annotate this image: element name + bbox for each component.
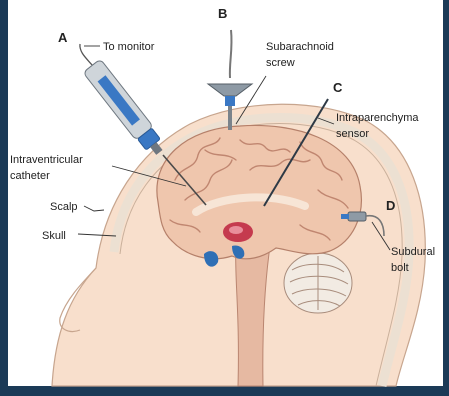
label-intraparenchymal-line1: Intraparenchyma xyxy=(336,112,419,124)
label-letter-a: A xyxy=(58,30,68,45)
brain-cerebrum xyxy=(157,125,362,258)
device-b-screw-shaft xyxy=(228,106,232,130)
label-intraparenchymal-line2: sensor xyxy=(336,128,369,140)
label-to-monitor: To monitor xyxy=(103,41,155,53)
label-letter-b: B xyxy=(218,6,227,21)
label-subarachnoid-line2: screw xyxy=(266,57,295,69)
label-intraventricular-line1: Intraventricular xyxy=(10,154,83,166)
label-subdural-line1: Subdural xyxy=(391,246,435,258)
label-letter-c: C xyxy=(333,80,343,95)
device-d-bolt-tip xyxy=(341,214,349,219)
label-skull: Skull xyxy=(42,230,66,242)
label-subarachnoid-line1: Subarachnoid xyxy=(266,41,334,53)
device-d-bolt xyxy=(348,212,366,221)
device-b-screw-body xyxy=(225,96,235,106)
label-subdural-line2: bolt xyxy=(391,262,409,274)
label-intraventricular-line2: catheter xyxy=(10,170,50,182)
ventricle-highlight xyxy=(229,226,243,234)
label-scalp: Scalp xyxy=(50,201,78,213)
label-letter-d: D xyxy=(386,198,395,213)
